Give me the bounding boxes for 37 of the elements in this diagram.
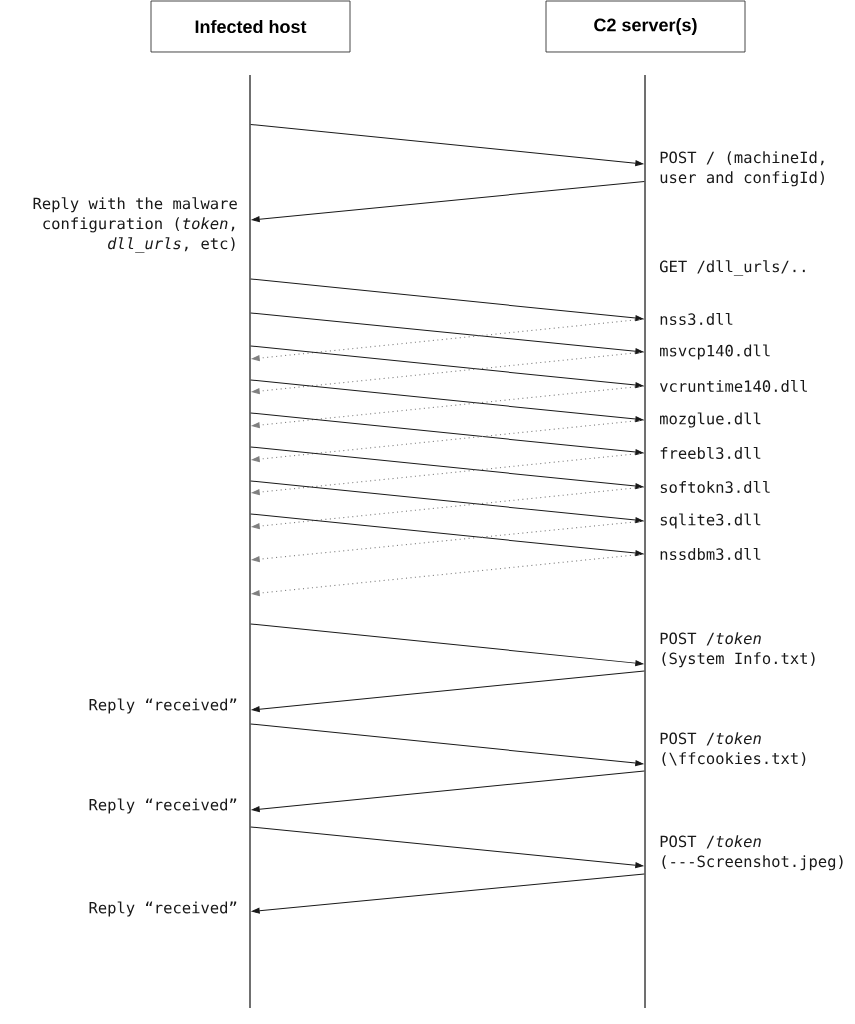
message-label: Reply “received” <box>89 698 237 714</box>
participant-box: C2 server(s) <box>545 0 746 53</box>
message-label: mozglue.dll <box>660 412 761 428</box>
message-arrow <box>251 670 645 713</box>
message-label: sqlite3.dll <box>660 513 761 529</box>
message-label: POST /token (System Info.txt) <box>660 632 815 668</box>
message-label: Reply “received” <box>89 798 237 814</box>
message-arrow <box>250 124 644 167</box>
message-arrow <box>250 379 644 423</box>
message-arrow <box>250 278 644 322</box>
message-arrow <box>250 480 644 524</box>
message-label: Reply with the malware configuration (token, dll_urls, etc) <box>33 197 237 253</box>
message-label: POST /token (---Screenshot.jpeg) <box>660 835 843 871</box>
message-arrow <box>250 623 644 667</box>
message-arrow <box>250 345 644 389</box>
message-arrow <box>251 181 645 223</box>
message-label: msvcp140.dll <box>660 344 770 360</box>
message-arrow <box>250 412 644 456</box>
message-label: POST /token (\ffcookies.txt) <box>660 732 806 766</box>
message-label: vcruntime140.dll <box>659 379 807 393</box>
message-arrow <box>250 826 644 869</box>
message-arrow <box>250 312 644 355</box>
message-arrow <box>250 446 644 490</box>
request-label: GET /dll_urls/.. <box>659 260 805 276</box>
message-label: nss3.dll <box>660 312 733 326</box>
message-label: Reply “received” <box>89 901 237 917</box>
lifeline <box>249 75 251 1008</box>
message-label: POST / (machineId, user and configId) <box>660 151 824 187</box>
message-label: freebl3.dll <box>660 446 761 460</box>
message-label: softokn3.dll <box>660 480 770 494</box>
lifeline <box>644 75 646 1008</box>
message-arrow <box>251 873 645 914</box>
message-arrow <box>250 723 644 767</box>
message-arrow <box>251 770 645 813</box>
message-arrow <box>250 513 644 557</box>
message-label: nssdbm3.dll <box>660 547 761 561</box>
participant-box: Infected host <box>150 0 351 53</box>
